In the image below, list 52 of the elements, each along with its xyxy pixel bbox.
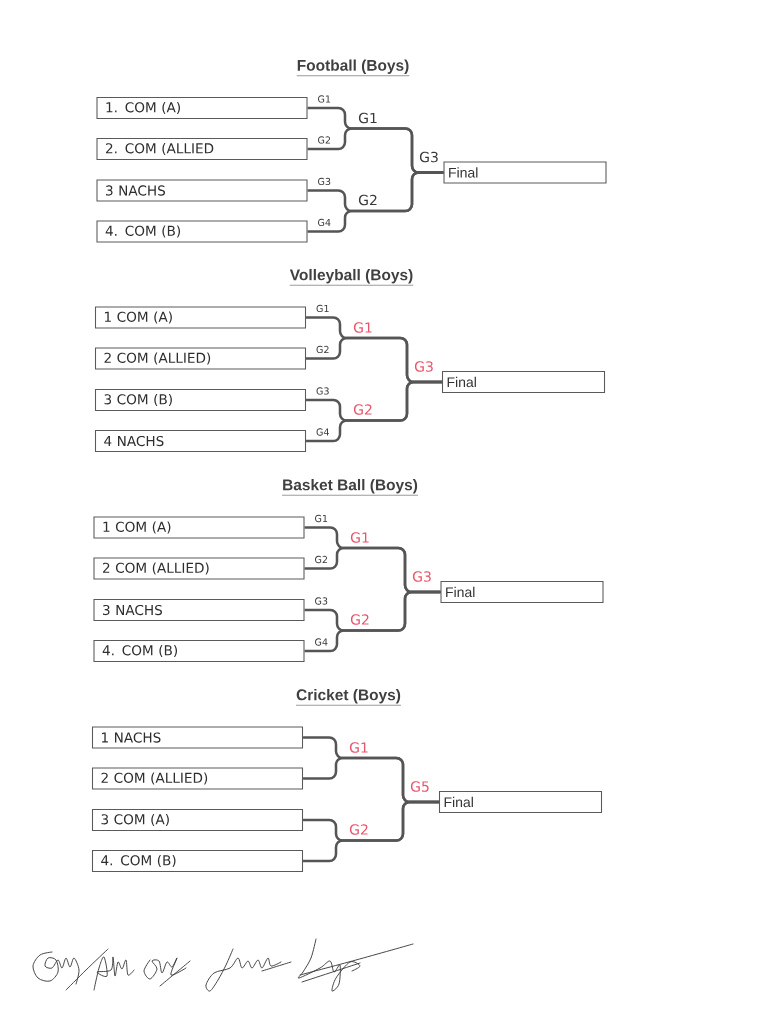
game-label: G2	[353, 404, 372, 415]
team-box: 3 NACHS	[96, 179, 308, 202]
game-label: G3	[412, 571, 431, 582]
final-box: Final	[440, 580, 604, 604]
edge-label: G1	[313, 514, 329, 523]
edge-label: G3	[313, 596, 329, 606]
team-box: 4. COM (B)	[93, 639, 305, 663]
team-box: 4. COM (B)	[91, 849, 304, 873]
bracket-line	[306, 380, 442, 443]
edge-label: G4	[313, 637, 329, 647]
game-label: G1	[353, 322, 372, 333]
team-box: 3 COM (A)	[91, 808, 304, 832]
team-box: 3 COM (B)	[94, 388, 307, 412]
team-box: 2 COM (ALLIED)	[91, 767, 304, 790]
final-box: Final	[438, 790, 603, 814]
game-label: G5	[410, 781, 429, 792]
team-box: 2 COM (ALLIED)	[93, 557, 305, 580]
game-label: G3	[419, 151, 438, 163]
game-label: G1	[349, 742, 368, 753]
game-label: G2	[350, 614, 369, 625]
team-box: 1. COM (A)	[96, 96, 308, 120]
edge-label: G1	[316, 94, 332, 104]
edge-label: G3	[316, 177, 332, 186]
team-box: 4. COM (B)	[96, 220, 308, 243]
team-box: 1 COM (A)	[94, 306, 307, 329]
bracket-line	[303, 800, 439, 863]
final-box: Final	[441, 370, 606, 394]
edge-label: G1	[315, 304, 331, 313]
game-label: G3	[414, 361, 433, 372]
game-label: G2	[358, 194, 377, 206]
team-box: 3 NACHS	[93, 598, 305, 622]
bracket-line	[304, 590, 441, 653]
edge-label: G2	[315, 345, 331, 354]
section-heading: Volleyball (Boys)	[289, 268, 414, 286]
game-label: G1	[358, 112, 377, 124]
edge-label: G4	[316, 218, 332, 227]
edge-label: G2	[316, 135, 332, 145]
section-heading: Basket Ball (Boys)	[281, 478, 419, 496]
team-box: 2. COM (ALLIED	[96, 137, 308, 161]
section-heading: Football (Boys)	[296, 59, 410, 76]
game-label: G1	[350, 532, 369, 543]
edge-label: G2	[313, 555, 329, 564]
team-box: 1 COM (A)	[93, 516, 305, 539]
team-box: 4 NACHS	[94, 429, 307, 453]
final-box: Final	[443, 161, 607, 184]
game-label: G2	[349, 824, 368, 835]
team-box: 1 NACHS	[91, 726, 304, 749]
edge-label: G3	[315, 386, 331, 396]
edge-label: G4	[315, 427, 331, 437]
bracket-line	[307, 171, 444, 233]
section-heading: Cricket (Boys)	[295, 688, 402, 706]
team-box: 2 COM (ALLIED)	[94, 347, 307, 370]
